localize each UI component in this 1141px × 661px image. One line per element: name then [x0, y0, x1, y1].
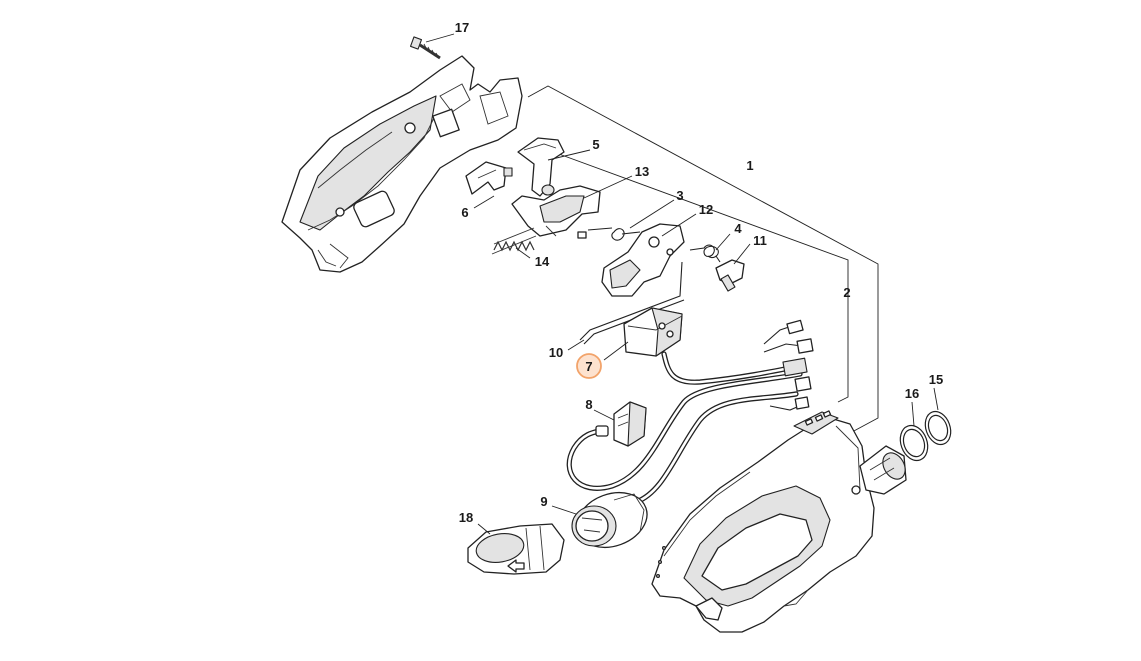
callout-18[interactable]: 18 — [459, 510, 473, 525]
part-16-ring — [899, 424, 929, 462]
housing-shell-left — [281, 55, 523, 273]
main-housing-right — [651, 410, 907, 633]
callout-15[interactable]: 15 — [929, 372, 943, 387]
callout-14[interactable]: 14 — [535, 254, 550, 269]
part-9-socket — [571, 491, 648, 549]
callout-11[interactable]: 11 — [753, 233, 767, 248]
part-4-torsion-spring — [689, 244, 721, 263]
part-8-switch — [595, 401, 647, 447]
callout-12[interactable]: 12 — [699, 202, 713, 217]
callout-17[interactable]: 17 — [455, 20, 469, 35]
callout-5[interactable]: 5 — [592, 137, 599, 152]
part-6-lever — [465, 161, 513, 195]
assembly-bracket-lines — [527, 85, 879, 433]
callout-10[interactable]: 10 — [549, 345, 563, 360]
callout-9[interactable]: 9 — [540, 494, 547, 509]
callout-4[interactable]: 4 — [734, 221, 742, 236]
part-13-switch-cover — [511, 185, 601, 239]
callout-7[interactable]: 7 — [585, 359, 592, 374]
callout-13[interactable]: 13 — [635, 164, 649, 179]
callout-7-highlight-circle — [576, 353, 602, 379]
callout-3[interactable]: 3 — [676, 188, 683, 203]
callout-labels: 1 2 3 4 5 6 7 8 9 10 11 12 13 14 15 16 1… — [455, 20, 943, 525]
callout-2[interactable]: 2 — [843, 285, 850, 300]
callout-leader-lines — [425, 33, 939, 535]
part-14-spring — [491, 227, 537, 255]
cable-harness — [566, 319, 814, 505]
part-11-pin — [715, 259, 745, 292]
part-7-electronic-module — [623, 307, 683, 357]
callout-8[interactable]: 8 — [585, 397, 592, 412]
callout-1[interactable]: 1 — [746, 158, 753, 173]
part-12-trigger — [601, 223, 685, 297]
part-17-screw — [409, 36, 441, 60]
part-15-ring — [924, 410, 952, 446]
part-3-spring — [587, 227, 641, 241]
part-18-plug — [467, 523, 565, 575]
callout-6[interactable]: 6 — [461, 205, 468, 220]
part-5-trigger-lock — [517, 137, 565, 197]
callout-16[interactable]: 16 — [905, 386, 919, 401]
